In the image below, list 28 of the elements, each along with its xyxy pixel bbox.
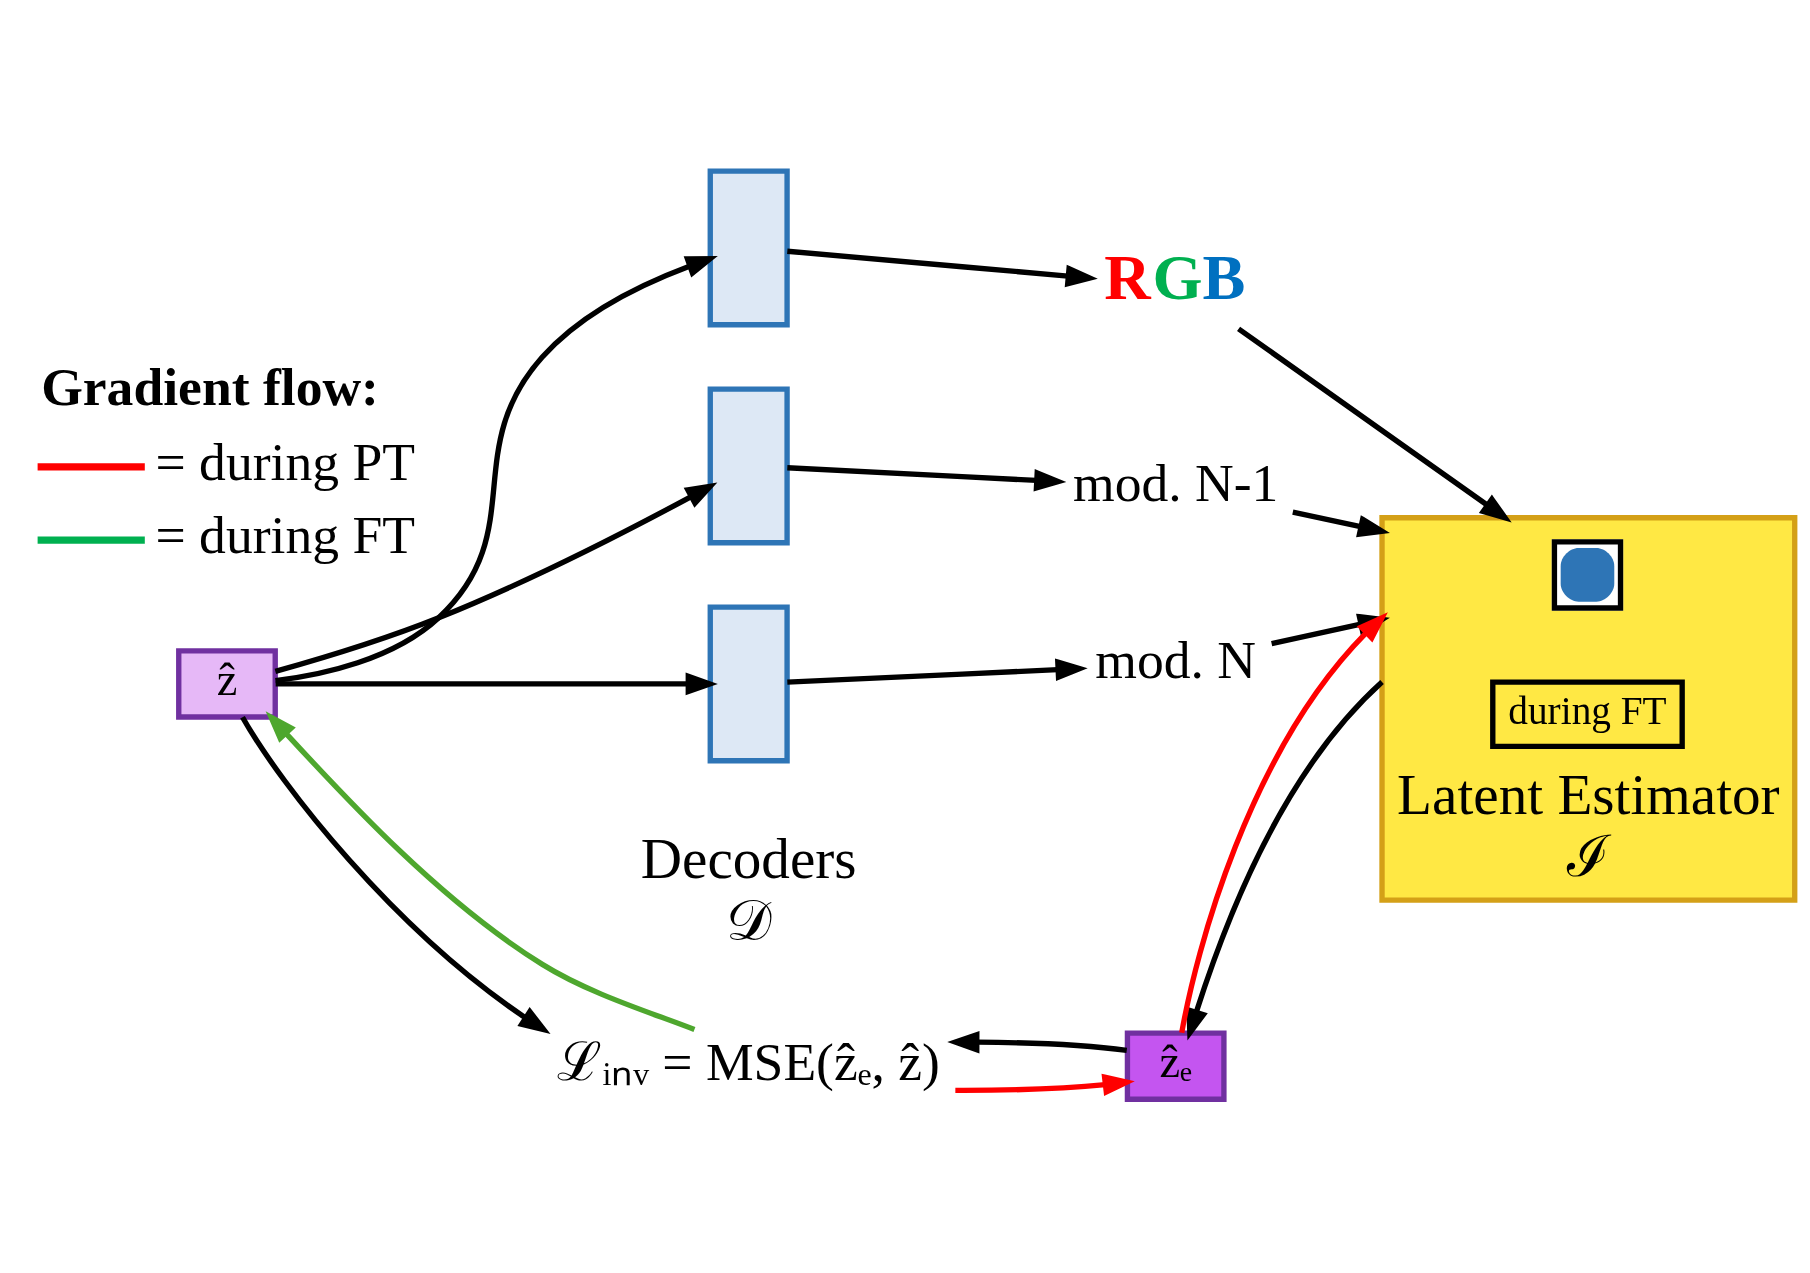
node-text: mod. N [1095, 629, 1257, 690]
arrow [787, 248, 1098, 287]
arrow [240, 715, 551, 1034]
node-box: during FT [1490, 678, 1685, 749]
node-text: mod. N-1 [1072, 452, 1279, 513]
node-box: ẑₑ [1124, 1030, 1227, 1102]
arrow [265, 710, 696, 1032]
node-box [707, 167, 790, 327]
arrow [787, 464, 1067, 492]
legend-label: = during FT [155, 504, 415, 565]
label: Gradient flow: [41, 356, 379, 417]
node-box [707, 603, 790, 763]
legend-label: = during PT [155, 431, 415, 492]
arrow [275, 255, 718, 683]
node-box: ẑ [176, 647, 278, 720]
arrow [955, 1073, 1135, 1096]
label: Decoders [640, 826, 857, 890]
label: 𝒟 [726, 888, 772, 952]
arrow [1237, 326, 1512, 522]
arrow [274, 481, 718, 674]
node-text: RGB [1104, 241, 1246, 313]
arrow [947, 1030, 1128, 1053]
node-box [707, 385, 790, 545]
arrow [1292, 509, 1390, 537]
arrow [275, 672, 718, 695]
arrow [1186, 679, 1384, 1041]
arrow [787, 657, 1088, 685]
node-text: ℒᵢₙᵥ = MSE(ẑₑ, ẑ) [557, 1031, 940, 1092]
